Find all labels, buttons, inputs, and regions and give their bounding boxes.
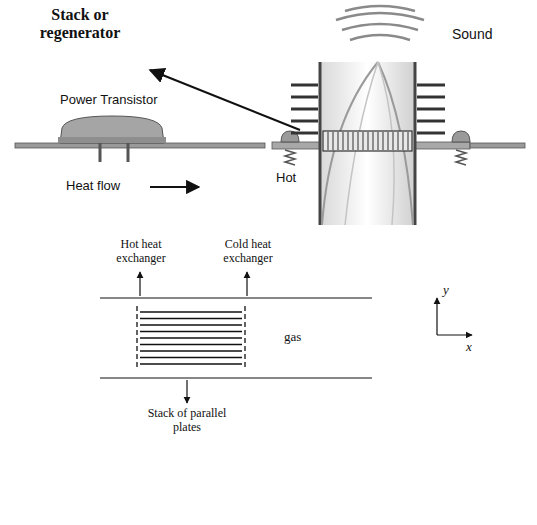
plate (140, 324, 242, 325)
fin (417, 84, 445, 87)
fin (417, 132, 445, 135)
plate (140, 357, 242, 358)
resonator-tube (320, 62, 415, 225)
stack-channel (328, 132, 329, 150)
plate (140, 331, 242, 332)
heat-bar (15, 143, 265, 148)
heat-flow-label: Heat flow (66, 179, 146, 194)
heat-exchanger (137, 306, 245, 370)
part-label: Stack of parallel plates (142, 407, 232, 435)
part-label: Power Transistor (60, 93, 190, 108)
stack-channel (368, 132, 369, 150)
axis-label: y (443, 283, 463, 298)
stack-channel (358, 132, 359, 150)
cooling-fins (291, 85, 445, 133)
fin (291, 84, 318, 87)
stack-channel (343, 132, 344, 150)
fin (417, 108, 445, 111)
plate (140, 337, 242, 338)
mount-screw (281, 131, 299, 165)
stack (323, 131, 412, 151)
plate (140, 344, 242, 345)
fin (291, 120, 318, 123)
plate (140, 350, 242, 351)
stack-channel (398, 132, 399, 150)
heat-flow-arrow (150, 186, 199, 188)
stack-channel (403, 132, 404, 150)
stack-channel (333, 132, 334, 150)
power-transistor (58, 116, 166, 162)
stack-channel (378, 132, 379, 150)
fin (291, 108, 318, 111)
leader-arrow (186, 380, 187, 403)
exchanger-label: Cold heat exchanger (213, 238, 283, 266)
plate (140, 318, 242, 319)
parallel-plates (140, 312, 242, 364)
stack-channel (348, 132, 349, 150)
stack-channel (373, 132, 374, 150)
stack-channel (338, 132, 339, 150)
fin (417, 120, 445, 123)
leader-arrow (139, 272, 140, 296)
exchanger-label: Hot heat exchanger (106, 238, 176, 266)
axes (437, 298, 472, 335)
fin (417, 96, 445, 99)
callout-label: Stack or regenerator (30, 6, 130, 43)
stack-channel (383, 132, 384, 150)
stack-channel (393, 132, 394, 150)
fin (291, 96, 318, 99)
mount-screw (452, 131, 470, 165)
stack-channel (408, 132, 409, 150)
plate (140, 363, 242, 364)
hot-label: Hot (276, 171, 316, 186)
axis-label: x (466, 340, 486, 355)
plate (140, 311, 242, 312)
stack-channel (363, 132, 364, 150)
heat-bar (470, 143, 525, 148)
leader-arrow (246, 272, 247, 296)
fin (291, 132, 318, 135)
sound-label: Sound (452, 26, 512, 42)
region-label: gas (284, 330, 324, 345)
leader-arrow (150, 70, 300, 130)
stack-channel (388, 132, 389, 150)
sound-waves (336, 6, 424, 40)
channel-walls (100, 298, 372, 378)
stack-channel (353, 132, 354, 150)
